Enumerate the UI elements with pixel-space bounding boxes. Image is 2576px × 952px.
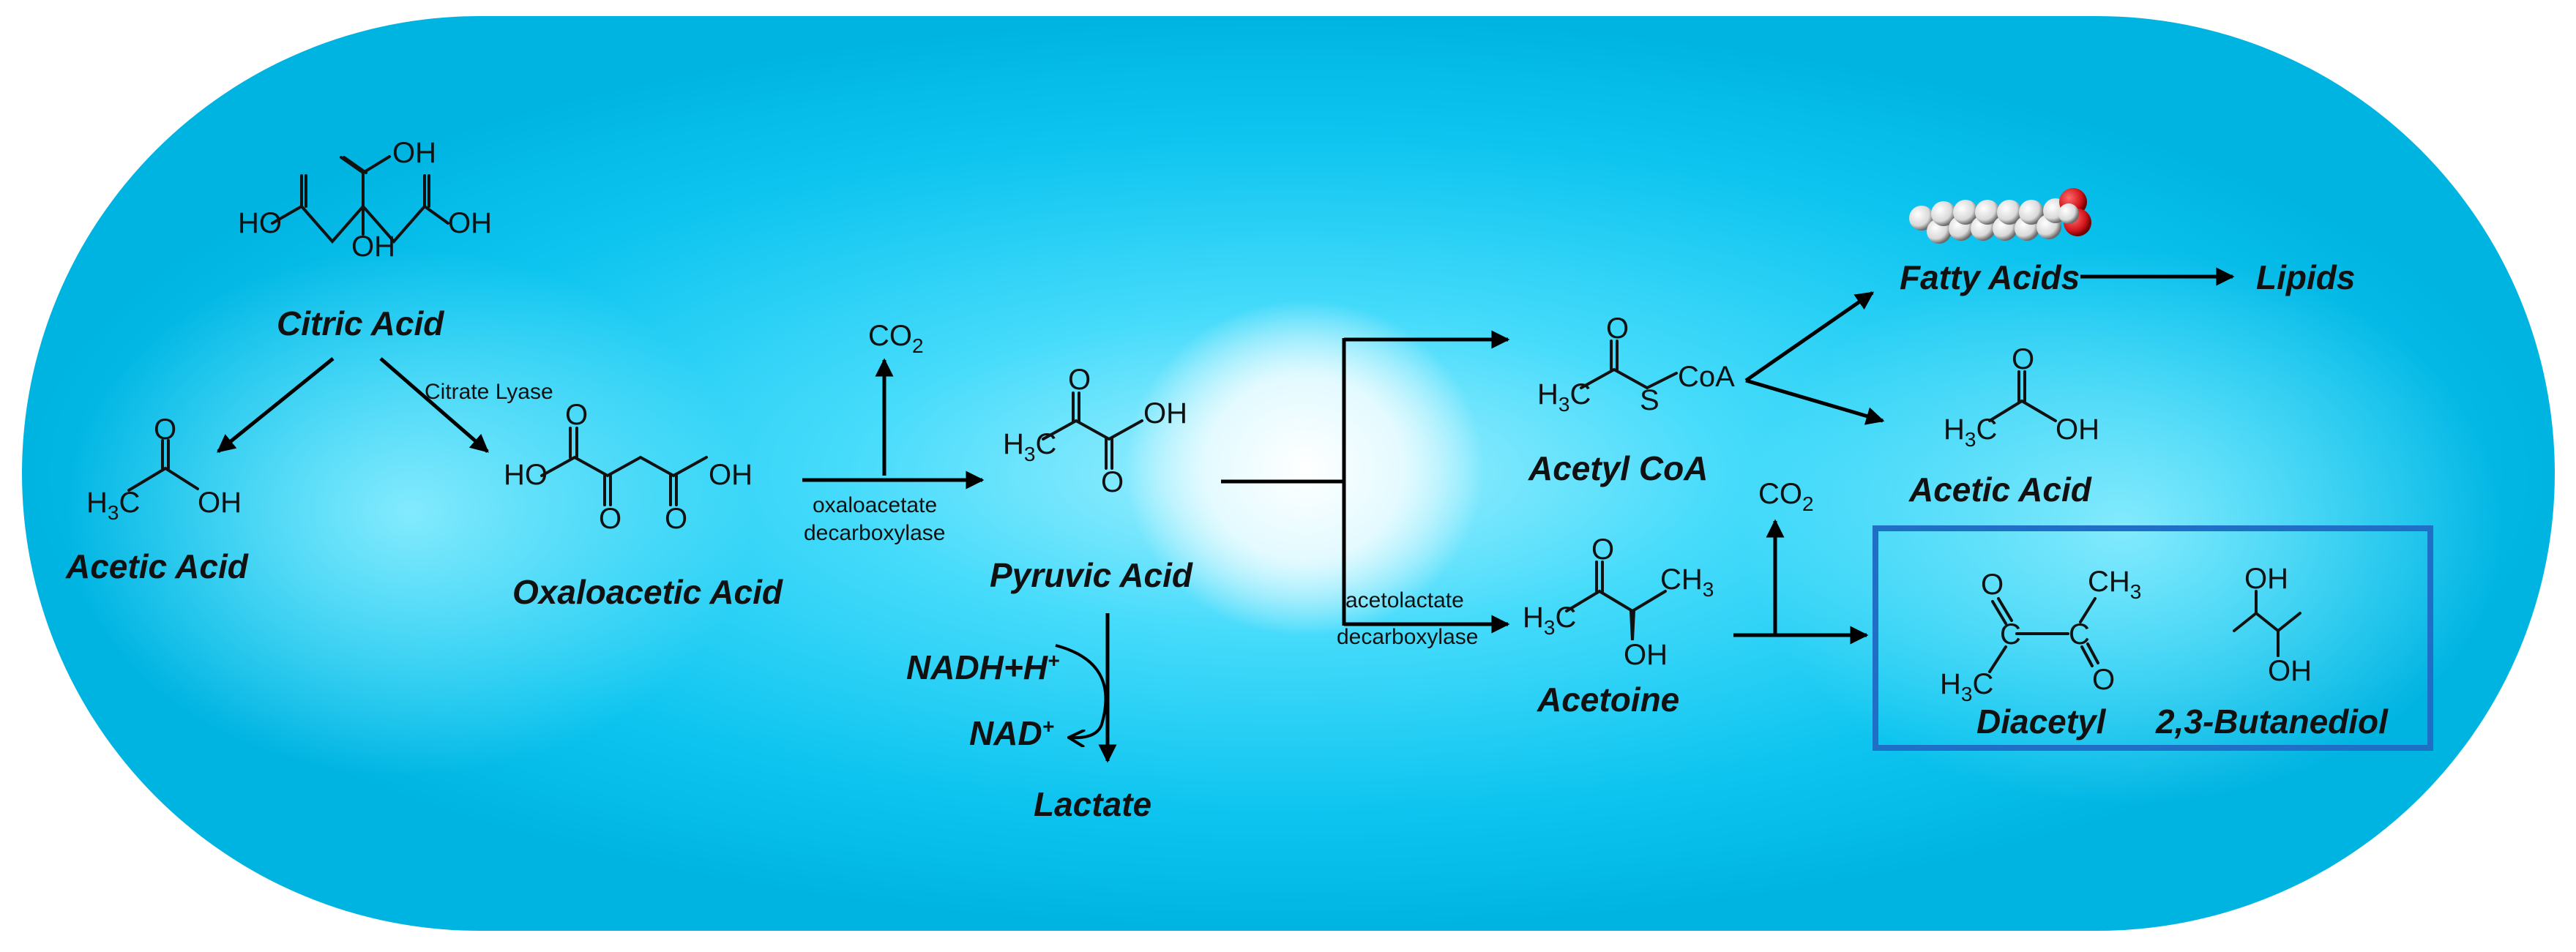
acetolactate-decarboxylase-line2: decarboxylase [1337,625,1478,649]
citric-acid-structure: OH HO OH OH [238,137,492,263]
acetoine-ch3: CH3 [1660,563,1714,601]
diacetyl-structure: O CH3 H3C O C C [1940,566,2141,705]
acetyl-coa-structure: O H3C S CoA [1537,312,1735,416]
svg-text:C: C [2000,618,2021,651]
oxaloacetate-decarboxylase-line1: oxaloacetate [813,493,937,517]
acetic-right-oh: OH [2056,413,2099,446]
citric-oh-right: OH [448,207,492,239]
acetyl-coa-s: S [1640,384,1660,416]
svg-text:C: C [2069,618,2090,651]
co2-label-1: CO2 [868,320,924,357]
svg-text:O: O [2012,343,2034,375]
svg-text:O: O [1981,569,2004,601]
co2-label-2: CO2 [1758,478,1814,515]
acetic-left-oh: OH [198,487,242,519]
butanediol-oh-bottom: OH [2268,655,2312,687]
acetoine-structure: O H3C CH3 OH [1523,533,1714,671]
citric-ho-left: HO [238,207,282,239]
svg-text:O: O [1101,466,1124,498]
fatty-acid-molecule-model [1909,188,2091,244]
svg-text:O: O [665,503,687,535]
svg-text:CH3: CH3 [2088,566,2141,603]
acetyl-coa-label: Acetyl CoA [1528,449,1708,487]
citrate-lyase-label: Citrate Lyase [425,380,553,404]
acetoine-oh: OH [1624,639,1668,671]
products-box [1873,525,2433,751]
pyruvic-acid-label: Pyruvic Acid [990,556,1193,594]
svg-text:O: O [154,413,176,446]
oxaloacetic-ho: HO [504,459,548,491]
svg-text:O: O [1606,312,1629,345]
diacetyl-label: Diacetyl [1976,702,2107,741]
acetic-acid-right-label: Acetic Acid [1908,471,2092,509]
acetyl-coa-h3c: H3C [1537,378,1591,416]
svg-text:O: O [1591,533,1614,566]
arrow-to-fatty-acids [1744,291,1875,383]
svg-text:O: O [2092,664,2115,696]
lipids-label: Lipids [2256,258,2355,296]
oxaloacetic-acid-label: Oxaloacetic Acid [512,573,783,611]
pyruvic-oh: OH [1143,397,1187,430]
citric-oh-center: OH [351,230,395,263]
citric-oh-top: OH [392,137,436,169]
lactate-label: Lactate [1034,785,1151,823]
center-glow [1125,300,1484,637]
acetic-acid-left-structure: O H3C OH [86,413,242,524]
fatty-acids-label: Fatty Acids [1900,258,2080,296]
oxaloacetic-oh: OH [709,459,753,491]
pyruvic-h3c: H3C [1003,428,1056,465]
arrow-citric-to-oxaloacetic [379,357,489,453]
acetic-left-h3c: H3C [86,487,140,524]
butanediol-structure: OH OH [2233,563,2312,687]
butanediol-label: 2,3-Butanediol [2155,702,2389,741]
svg-text:O: O [565,399,588,431]
citric-acid-label: Citric Acid [277,304,444,342]
acetic-acid-left-label: Acetic Acid [65,547,249,585]
nad-label: NAD+ [969,714,1054,752]
oxaloacetate-decarboxylase-line2: decarboxylase [804,521,945,545]
arrow-citric-to-acetic [217,357,335,453]
cell-left-highlight [66,249,754,776]
acetic-right-h3c: H3C [1944,413,1997,451]
acetyl-coa-coa: CoA [1678,361,1735,393]
nadh-oxidation-arc [1055,644,1108,738]
acetolactate-decarboxylase-line1: acetolactate [1345,588,1464,612]
svg-text:O: O [599,503,621,535]
pyruvic-acid-structure: O O H3C OH [1003,364,1187,498]
acetoine-h3c: H3C [1523,601,1576,639]
oxaloacetic-acid-structure: O O O HO OH [504,399,753,535]
nadh-label: NADH+H+ [906,648,1059,686]
acetoine-label: Acetoine [1537,681,1679,719]
svg-text:O: O [1068,364,1091,396]
svg-text:H3C: H3C [1940,668,1993,705]
arrow-to-acetic-acid-right [1745,378,1885,425]
acetic-acid-right-structure: O H3C OH [1944,343,2099,451]
butanediol-oh-top: OH [2244,563,2288,595]
